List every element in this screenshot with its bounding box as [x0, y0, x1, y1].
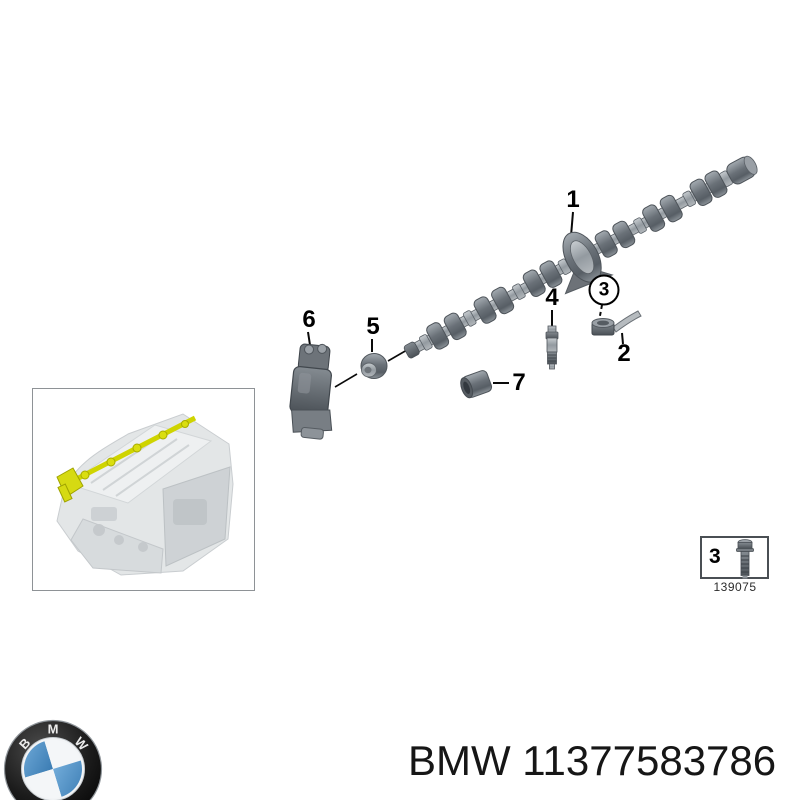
fastener-detail-box[interactable]: 3	[700, 536, 769, 579]
callout-2[interactable]: 2	[617, 340, 631, 367]
part-4-stud	[545, 325, 559, 370]
fastener-part-code: 139075	[713, 580, 757, 594]
bolt-icon	[736, 539, 754, 579]
engine-thumbnail-box[interactable]	[32, 388, 255, 591]
part-7-bushing	[460, 370, 493, 399]
part-number-text: BMW 11377583786	[408, 737, 777, 784]
bmw-roundel-logo: B M W	[3, 719, 103, 800]
logo-letter-m: M	[48, 722, 59, 737]
leader-lines	[307, 211, 624, 388]
part-5-cap	[360, 353, 388, 379]
callout-6[interactable]: 6	[302, 306, 316, 333]
part-2-ball-pin	[591, 310, 642, 336]
fastener-box-number: 3	[709, 545, 721, 568]
callout-5[interactable]: 5	[366, 313, 380, 340]
callout-3-circled[interactable]: 3	[588, 274, 620, 306]
engine-3d-thumbnail	[56, 413, 234, 576]
highlighted-camshaft	[56, 415, 197, 503]
camshaft	[403, 155, 758, 359]
part-6-actuator	[289, 343, 333, 440]
callout-3-number: 3	[598, 279, 610, 300]
callout-1[interactable]: 1	[566, 186, 580, 213]
callout-4[interactable]: 4	[545, 284, 559, 311]
callout-7[interactable]: 7	[512, 369, 526, 396]
